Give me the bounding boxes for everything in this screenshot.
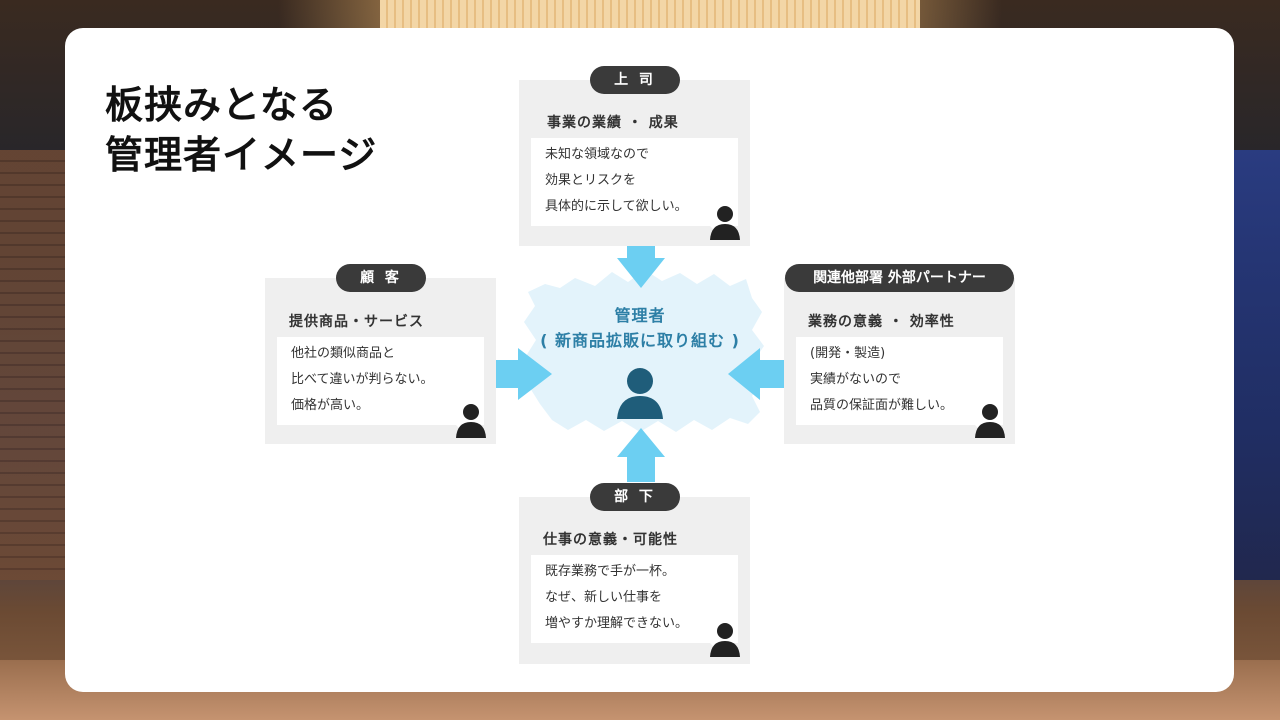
panel-heading: 事業の業績 ・ 成果 (547, 115, 679, 131)
role-pill-boss: 上 司 (590, 66, 680, 94)
panel-heading: 業務の意義 ・ 効率性 (808, 314, 955, 330)
speech-bubble: 既存業務で手が一杯。 なぜ、新しい仕事を 増やすか理解できない。 (531, 555, 738, 653)
bubble-text: 他社の類似商品と 比べて違いが判らない。 価格が高い。 (291, 341, 433, 419)
center-subtitle: ( 新商品拡販に取り組む ) (540, 331, 740, 350)
bubble-line: 効果とリスクを (545, 173, 637, 188)
bubble-line: 他社の類似商品と (291, 346, 396, 361)
person-icon (710, 206, 740, 240)
role-pill-subordinate: 部 下 (590, 483, 680, 511)
speech-bubble: (開発・製造) 実績がないので 品質の保証面が難しい。 (796, 337, 1003, 435)
role-pill-customer: 顧 客 (336, 264, 426, 292)
bubble-text: 未知な領域なので 効果とリスクを 具体的に示して欲しい。 (545, 142, 688, 220)
background-ceiling-light (380, 0, 920, 30)
person-icon (456, 404, 486, 438)
panel-subordinate: 仕事の意義・可能性 既存業務で手が一杯。 なぜ、新しい仕事を 増やすか理解できな… (519, 497, 750, 664)
panel-heading: 仕事の意義・可能性 (543, 532, 678, 548)
panel-partner: 業務の意義 ・ 効率性 (開発・製造) 実績がないので 品質の保証面が難しい。 (784, 278, 1015, 444)
arrow-right-icon (488, 348, 552, 400)
person-icon (975, 404, 1005, 438)
bubble-line: 未知な領域なので (545, 147, 650, 162)
arrow-left-icon (728, 348, 790, 400)
bubble-line: 既存業務で手が一杯。 (545, 564, 676, 579)
bubble-text: 既存業務で手が一杯。 なぜ、新しい仕事を 増やすか理解できない。 (545, 559, 688, 637)
speech-bubble: 未知な領域なので 効果とリスクを 具体的に示して欲しい。 (531, 138, 738, 236)
bubble-line: 比べて違いが判らない。 (291, 372, 434, 387)
bubble-line: 具体的に示して欲しい。 (545, 199, 688, 214)
role-pill-partner: 関連他部署 外部パートナー (785, 264, 1014, 292)
background-glass-wall (1230, 150, 1280, 580)
manager-person-icon (617, 368, 663, 419)
center-cloud-shape (524, 270, 764, 432)
bubble-line: 実績がないので (810, 372, 902, 387)
panel-boss: 事業の業績 ・ 成果 未知な領域なので 効果とリスクを 具体的に示して欲しい。 (519, 80, 750, 246)
panel-heading: 提供商品・サービス (289, 314, 424, 330)
bubble-line: 価格が高い。 (291, 398, 370, 413)
bubble-text: (開発・製造) 実績がないので 品質の保証面が難しい。 (810, 341, 953, 419)
bubble-line: 増やすか理解できない。 (545, 616, 689, 631)
center-title: 管理者 (614, 306, 666, 325)
background-brick-wall (0, 150, 70, 580)
panel-customer: 提供商品・サービス 他社の類似商品と 比べて違いが判らない。 価格が高い。 (265, 278, 496, 444)
slide-title: 板挟みとなる 管理者イメージ (105, 80, 377, 180)
slide-title-line2: 管理者イメージ (105, 133, 378, 177)
slide-title-line1: 板挟みとなる (105, 83, 338, 127)
arrow-up-icon (617, 428, 665, 482)
person-icon (710, 623, 740, 657)
speech-bubble: 他社の類似商品と 比べて違いが判らない。 価格が高い。 (277, 337, 484, 435)
bubble-line: 品質の保証面が難しい。 (810, 398, 954, 413)
bubble-line: なぜ、新しい仕事を (545, 590, 663, 605)
bubble-line: (開発・製造) (810, 346, 886, 361)
